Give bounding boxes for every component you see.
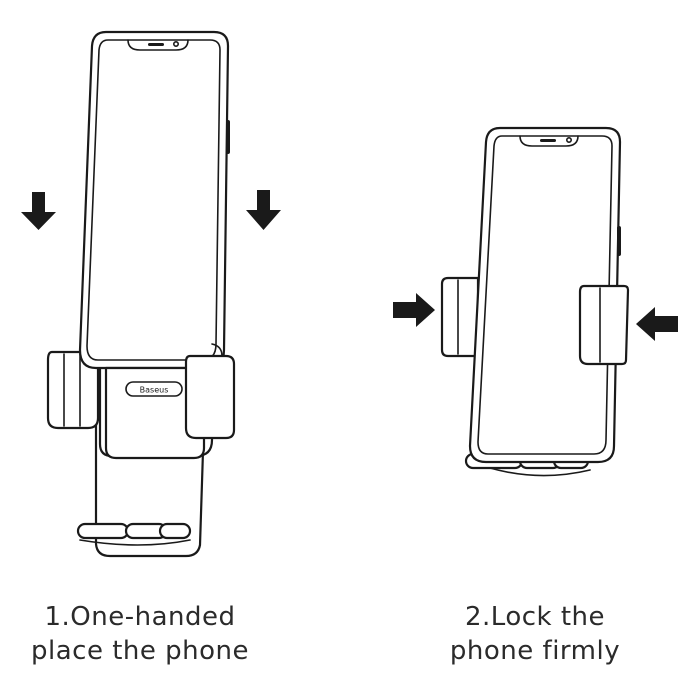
- step2-caption-line1: 2.Lock the: [464, 602, 606, 632]
- step1-holder-front: Baseus: [104, 366, 206, 460]
- step1-caption: 1.One-handed place the phone: [15, 600, 265, 668]
- step2-left-clamp: [440, 276, 480, 358]
- step1-figure: Baseus: [21, 30, 281, 558]
- step1-caption-line1: 1.One-handed: [44, 602, 236, 632]
- step2-caption-line2: phone firmly: [449, 636, 621, 666]
- arrow-left-icon: [636, 307, 678, 341]
- arrow-down-icon: [246, 190, 281, 230]
- step2-caption: 2.Lock the phone firmly: [410, 600, 660, 668]
- step2-figure: [393, 126, 678, 477]
- step1-caption-line2: place the phone: [30, 636, 249, 666]
- step1-phone: [78, 30, 230, 370]
- step2-phone: [468, 126, 622, 464]
- arrow-down-icon: [21, 192, 56, 230]
- step1-right-clamp: [184, 343, 236, 440]
- holder-illustration: Baseus: [21, 30, 678, 558]
- baseus-logo: Baseus: [140, 386, 169, 395]
- step2-right-clamp: [578, 284, 630, 366]
- arrow-right-icon: [393, 293, 435, 327]
